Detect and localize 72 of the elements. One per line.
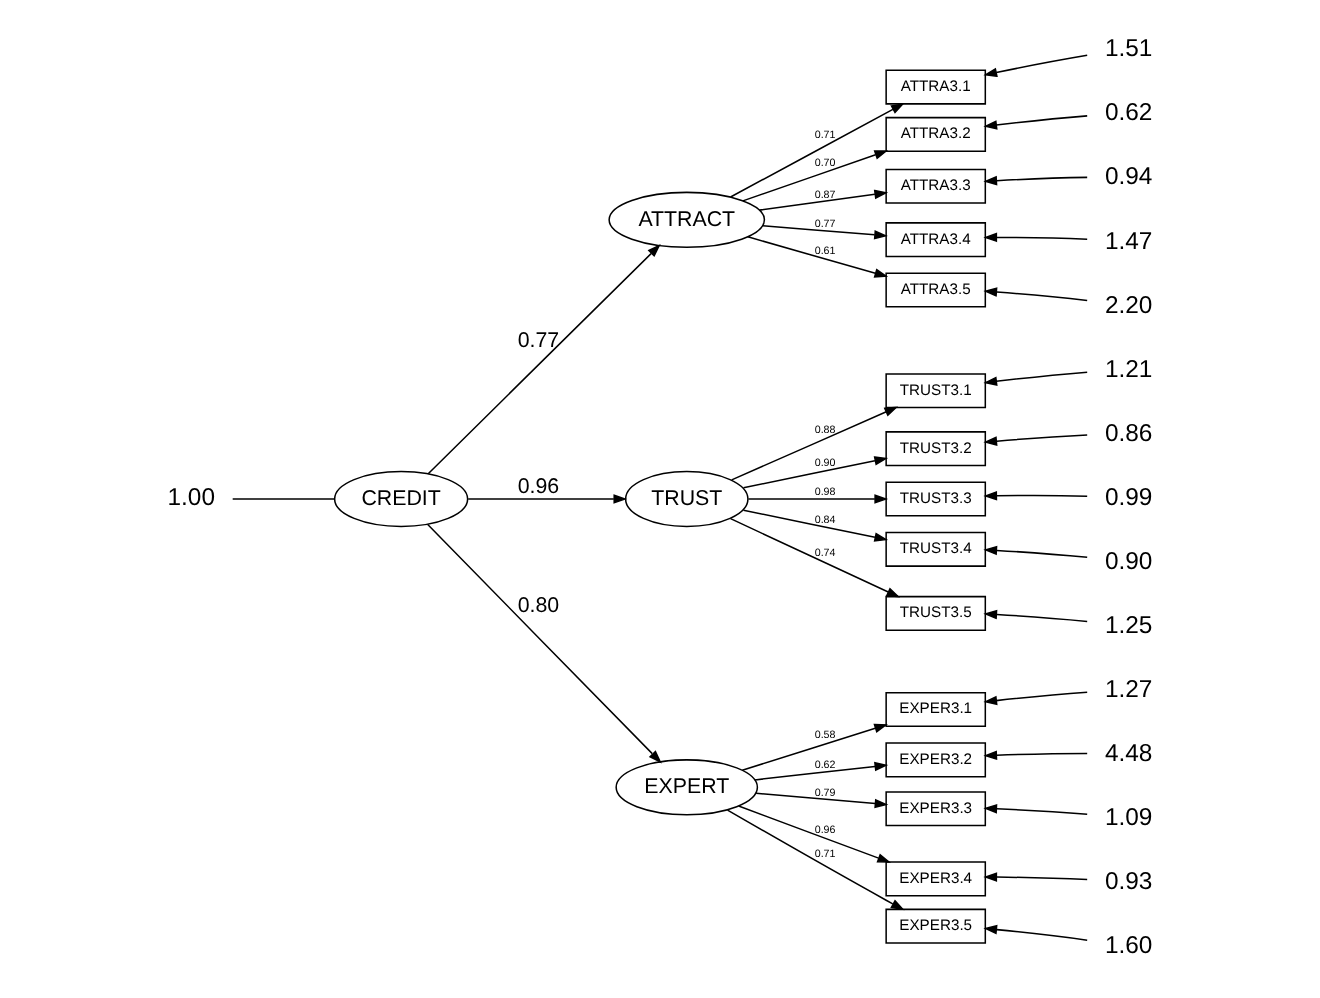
edge-label: 0.77 (517, 328, 560, 353)
node-text: 1.27 (1104, 675, 1153, 704)
node-text: 1.21 (1104, 354, 1153, 383)
arrow (742, 150, 889, 202)
arrow (747, 494, 889, 504)
arrow (467, 494, 628, 504)
node-text: 1.47 (1104, 226, 1153, 255)
node-text: 1.00 (167, 482, 216, 511)
arrow (983, 804, 1088, 815)
arrow (758, 189, 889, 211)
node-text: 1.51 (1104, 34, 1153, 63)
node-box: ATTRA3.1 (885, 69, 987, 105)
arrow (983, 115, 1088, 130)
node-box: ATTRA3.4 (885, 222, 987, 258)
arrow (983, 54, 1088, 78)
arrow (983, 490, 1088, 501)
arrow (983, 924, 1088, 941)
node-ellipse: EXPERT (615, 759, 759, 816)
node-box: TRUST3.1 (885, 373, 987, 409)
arrow (983, 232, 1088, 243)
edge-label: 0.80 (517, 594, 560, 619)
node-text: 4.48 (1104, 739, 1153, 768)
node-box: ATTRA3.5 (885, 272, 987, 308)
arrow (741, 723, 888, 772)
node-box: TRUST3.5 (885, 595, 987, 631)
arrow (737, 805, 892, 863)
node-text: 0.93 (1104, 867, 1153, 896)
arrow (983, 750, 1088, 760)
arrow (983, 691, 1088, 706)
arrow (983, 371, 1088, 386)
node-text: 1.60 (1104, 931, 1153, 960)
arrow (983, 434, 1088, 446)
node-ellipse: TRUST (624, 470, 749, 528)
node-text: 0.62 (1104, 98, 1153, 127)
arrow (983, 545, 1088, 559)
node-box: TRUST3.2 (885, 431, 987, 467)
arrow (729, 103, 905, 198)
arrow (983, 872, 1088, 882)
arrow (755, 792, 889, 809)
node-box: TRUST3.3 (885, 481, 987, 517)
arrow (747, 236, 889, 278)
arrow (983, 609, 1088, 623)
arrow (427, 244, 661, 475)
node-box: EXPER3.3 (885, 791, 987, 827)
node-box: EXPER3.2 (885, 742, 987, 778)
connector (231, 498, 336, 500)
arrow (983, 175, 1088, 186)
arrow (426, 523, 662, 764)
node-text: 1.09 (1104, 803, 1153, 832)
node-box: EXPER3.1 (885, 691, 987, 728)
node-box: ATTRA3.3 (885, 168, 987, 204)
node-text: 1.25 (1104, 610, 1153, 639)
arrow (726, 809, 905, 911)
arrow (742, 456, 889, 489)
arrow (754, 761, 889, 781)
arrow (742, 509, 889, 542)
node-ellipse: ATTRACT (608, 191, 766, 249)
node-ellipse: CREDIT (333, 470, 469, 528)
node-box: EXPER3.4 (885, 861, 987, 897)
arrow (729, 517, 901, 598)
node-text: 0.90 (1104, 546, 1153, 575)
node-box: EXPER3.5 (885, 908, 987, 944)
node-text: 0.86 (1104, 418, 1153, 447)
node-text: 2.20 (1104, 290, 1153, 319)
node-text: 0.99 (1104, 482, 1153, 511)
node-box: TRUST3.4 (885, 531, 987, 567)
arrow (983, 287, 1088, 302)
arrow (762, 225, 888, 240)
edge-label: 0.96 (517, 475, 560, 500)
arrow (730, 406, 899, 481)
node-box: ATTRA3.2 (885, 116, 987, 152)
node-text: 0.94 (1104, 162, 1153, 191)
